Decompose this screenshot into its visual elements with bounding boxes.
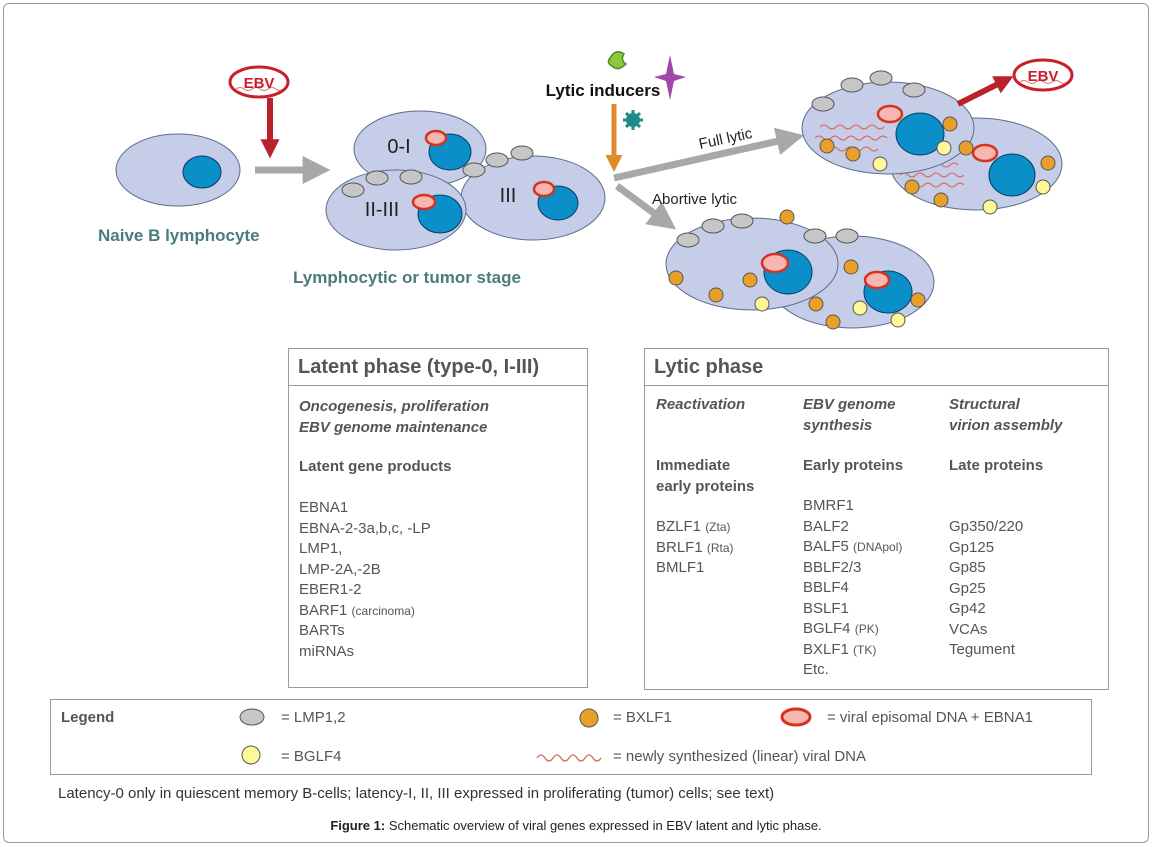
lytic-col3-subtitle-1: Structural <box>949 396 1020 413</box>
inducer-green-icon <box>607 51 628 70</box>
lytic-gene-item: Gp25 <box>949 579 986 597</box>
lytic-col3-subtitle-2: virion assembly <box>949 417 1063 434</box>
lytic-col2-subtitle-1: EBV genome <box>803 396 896 413</box>
naive-b-cell <box>115 133 241 207</box>
latent-gene-item: EBNA1 <box>299 499 349 516</box>
lytic-phase-title: Lytic phase <box>645 349 1108 386</box>
lytic-column-virion-assembly: Structural virion assembly <box>949 394 1062 436</box>
lytic-col1-heading-2: early proteins <box>656 478 755 495</box>
lytic-col2-list: BMRF1 BALF2 BALF5 (DNApol) BBLF2/3 BBLF4… <box>803 496 902 681</box>
inducer-star-icon <box>654 55 686 100</box>
figure-caption-label: Figure 1: <box>330 818 386 833</box>
ebv-cycle-diagram: EBV III 0-I II-III <box>115 51 1074 330</box>
latent-gene-products-heading: Latent gene products <box>299 458 452 475</box>
lytic-gene-item: BXLF1 (TK) <box>803 640 877 658</box>
lytic-gene-item: BMRF1 <box>803 497 854 514</box>
episome-legend-icon <box>780 707 812 727</box>
lytic-col1-subtitle: Reactivation <box>656 396 746 413</box>
legend-bglf4-text: = BGLF4 <box>281 748 342 765</box>
linear-dna-legend-icon <box>536 754 602 762</box>
lytic-gene-item: Gp42 <box>949 600 986 617</box>
latency-label-0-I: 0-I <box>387 136 410 158</box>
lmp-dots-abortive <box>676 213 859 248</box>
latent-subtitle-line-1: Oncogenesis, proliferation <box>299 398 490 415</box>
lytic-col1-heading-1: Immediate <box>656 457 731 474</box>
lytic-col2-heading: Early proteins <box>803 457 904 474</box>
lytic-gene-item: BBLF2/3 <box>803 558 862 576</box>
lytic-col1-list: BZLF1 (Zta) BRLF1 (Rta) BMLF1 <box>656 517 734 579</box>
lmp-dots-latency <box>341 145 534 198</box>
lytic-gene-item: Gp125 <box>949 538 995 556</box>
bxlf1-legend-icon <box>579 708 599 728</box>
lmp-dots-full-lytic <box>811 70 926 112</box>
lytic-col2-subtitle-2: synthesis <box>803 417 873 434</box>
lytic-gene-item: BMLF1 <box>656 559 705 576</box>
lymphocytic-stage-label: Lymphocytic or tumor stage <box>293 268 521 287</box>
lytic-gene-item: Tegument <box>949 641 1015 658</box>
bglf4-dots-abortive <box>754 296 906 328</box>
latent-gene-item: LMP-2A,-2B <box>299 560 381 578</box>
legend-lmp-text: = LMP1,2 <box>281 709 346 726</box>
lytic-gene-item: Gp85 <box>949 559 986 576</box>
legend-box: Legend = LMP1,2 = BXLF1 = viral episomal… <box>50 699 1092 775</box>
figure-caption-text: Schematic overview of viral genes expres… <box>385 818 822 833</box>
latency-cell-III: III <box>460 155 606 241</box>
lytic-col3-list: Gp350/220 Gp125 Gp85 Gp25 Gp42 VCAs Tegu… <box>949 517 1023 661</box>
lytic-gene-item: BRLF1 (Rta) <box>656 538 734 556</box>
bglf4-dots-full-lytic <box>872 140 1051 215</box>
bxlf1-dots-full-lytic <box>819 116 1056 208</box>
lytic-gene-item: Etc. <box>803 661 829 678</box>
legend-episome-text: = viral episomal DNA + EBNA1 <box>827 709 1033 726</box>
ebv-tag-right: EBV <box>1028 68 1059 85</box>
lytic-gene-item: BALF2 <box>803 517 849 535</box>
legend-bxlf1-text: = BXLF1 <box>613 709 672 726</box>
bglf4-legend-icon <box>241 745 261 765</box>
virion-release-arrow <box>956 76 1014 107</box>
abortive-lytic-arrow <box>614 183 677 230</box>
legend-linear-dna-text: = newly synthesized (linear) viral DNA <box>613 748 867 765</box>
lytic-column-genome-synthesis: EBV genome synthesis <box>803 394 896 436</box>
lmp-legend-icon <box>239 708 265 726</box>
ebv-virus-left: EBV <box>228 65 290 99</box>
lytic-gene-item: Gp350/220 <box>949 518 1024 535</box>
latent-gene-item: miRNAs <box>299 642 354 660</box>
lytic-inducers-label: Lytic inducers <box>546 81 661 100</box>
lytic-gene-item: VCAs <box>949 620 988 638</box>
lytic-gene-item: BZLF1 (Zta) <box>656 518 731 535</box>
full-lytic-arrow <box>613 127 805 182</box>
footnote: Latency-0 only in quiescent memory B-cel… <box>58 785 775 802</box>
lytic-gene-item: BALF5 (DNApol) <box>803 538 903 555</box>
latent-gene-item: BARF1 (carcinoma) <box>299 601 415 619</box>
latent-phase-title: Latent phase (type-0, I-III) <box>289 349 587 386</box>
latency-cell-II-III: II-III <box>325 169 467 251</box>
bxlf1-dots-abortive <box>668 209 926 330</box>
lytic-gene-item: BSLF1 <box>803 599 849 617</box>
latency-cell-0-I: 0-I <box>353 110 487 188</box>
ebv-tag-left: EBV <box>244 75 275 92</box>
latent-gene-item: EBER1-2 <box>299 581 362 598</box>
full-lytic-cell-front <box>801 81 975 175</box>
lytic-column-reactivation: Reactivation <box>656 394 745 415</box>
abortive-lytic-label: Abortive lytic <box>652 191 738 208</box>
latency-label-II-III: II-III <box>365 199 399 221</box>
lytic-gene-item: BBLF4 <box>803 579 849 596</box>
legend-title: Legend <box>61 709 115 726</box>
inducer-gear-icon <box>623 110 643 130</box>
latent-gene-item: EBNA-2-3a,b,c, -LP <box>299 519 431 537</box>
ebv-virus-right: EBV <box>1012 58 1074 92</box>
lytic-col3-heading: Late proteins <box>949 457 1044 474</box>
naive-b-lymphocyte-label: Naive B lymphocyte <box>98 226 260 245</box>
figure-caption: Figure 1: Schematic overview of viral ge… <box>0 818 1152 833</box>
latent-gene-list: EBNA1 EBNA-2-3a,b,c, -LP LMP1, LMP-2A,-2… <box>299 498 431 662</box>
latent-phase-box: Latent phase (type-0, I-III) Oncogenesis… <box>288 348 588 688</box>
lytic-phase-box: Lytic phase Reactivation Immediate early… <box>644 348 1109 690</box>
figure-frame <box>3 3 1149 843</box>
latent-subtitle-line-2: EBV genome maintenance <box>299 419 488 436</box>
lytic-gene-item: BGLF4 (PK) <box>803 620 879 637</box>
abortive-cell-front <box>665 217 839 311</box>
latent-gene-item: BARTs <box>299 622 345 639</box>
latency-label-III: III <box>500 185 517 207</box>
latent-gene-item: LMP1, <box>299 540 343 557</box>
